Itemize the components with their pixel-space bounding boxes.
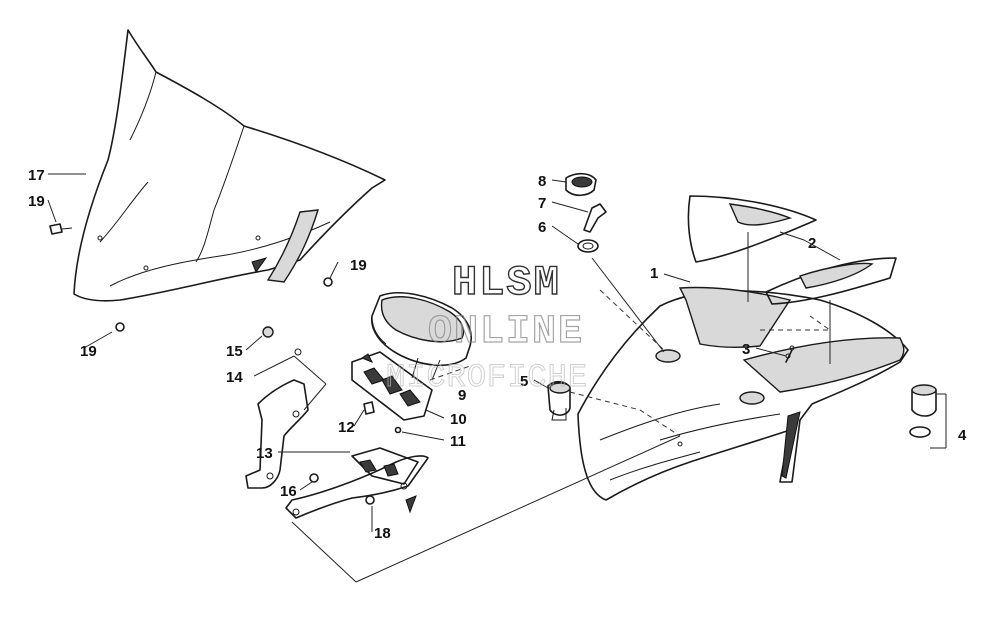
hood-panel [577,286,909,501]
screw-16 [309,473,319,483]
callout-11: 11 [450,433,466,450]
screw-11 [394,426,402,434]
key-cap-8 [565,172,597,197]
callout-5: 5 [520,373,528,390]
nut-17 [365,495,375,505]
callout-4: 4 [958,427,967,444]
upper-mount-bracket [245,379,309,489]
accessory-plug-4 [909,384,937,438]
callout-2: 2 [808,235,816,252]
grommet-6 [577,239,599,253]
callout-1: 1 [650,265,658,282]
watermark-line-1: HLSM [452,259,561,307]
callout-18: 17 [28,167,45,184]
leader-lines [47,173,947,583]
screw-19-bottom [115,322,125,332]
key-7 [583,203,607,233]
washer-14 [294,348,302,356]
lens-upper [687,195,817,263]
callout-labels: 17 19 19 19 8 7 6 1 2 3 4 5 9 10 11 12 1… [28,167,967,542]
callout-7: 7 [538,195,546,212]
callout-16: 16 [280,483,297,500]
watermark-line-2: ONLINE [428,310,584,355]
lower-mount-bracket [285,447,429,519]
lens-lower [765,257,897,305]
callout-9: 9 [458,387,466,404]
watermark-line-3: MICROFICHE [386,359,588,396]
callout-13: 13 [256,445,273,462]
callout-19-bottom: 19 [80,343,97,360]
screw-3 [785,345,795,363]
screw-12 [363,401,375,415]
callout-19-left: 19 [28,193,45,210]
callout-12: 12 [338,419,355,436]
screw-19-left [49,223,73,235]
callout-19-right: 19 [350,257,367,274]
callout-17: 18 [374,525,391,542]
callout-6: 6 [538,219,546,236]
gauge-bracket [351,351,433,421]
nut-15 [262,326,274,338]
gauge-assembly [371,292,472,381]
callout-8: 8 [538,173,546,190]
callout-3: 3 [742,341,750,358]
callout-14: 14 [226,369,243,386]
screw-19-right [323,277,333,287]
ignition-switch-5 [547,380,571,421]
windshield [73,29,386,302]
callout-10: 10 [450,411,467,428]
watermark: HLSM ONLINE MICROFICHE [386,258,588,396]
callout-15: 15 [226,343,243,360]
